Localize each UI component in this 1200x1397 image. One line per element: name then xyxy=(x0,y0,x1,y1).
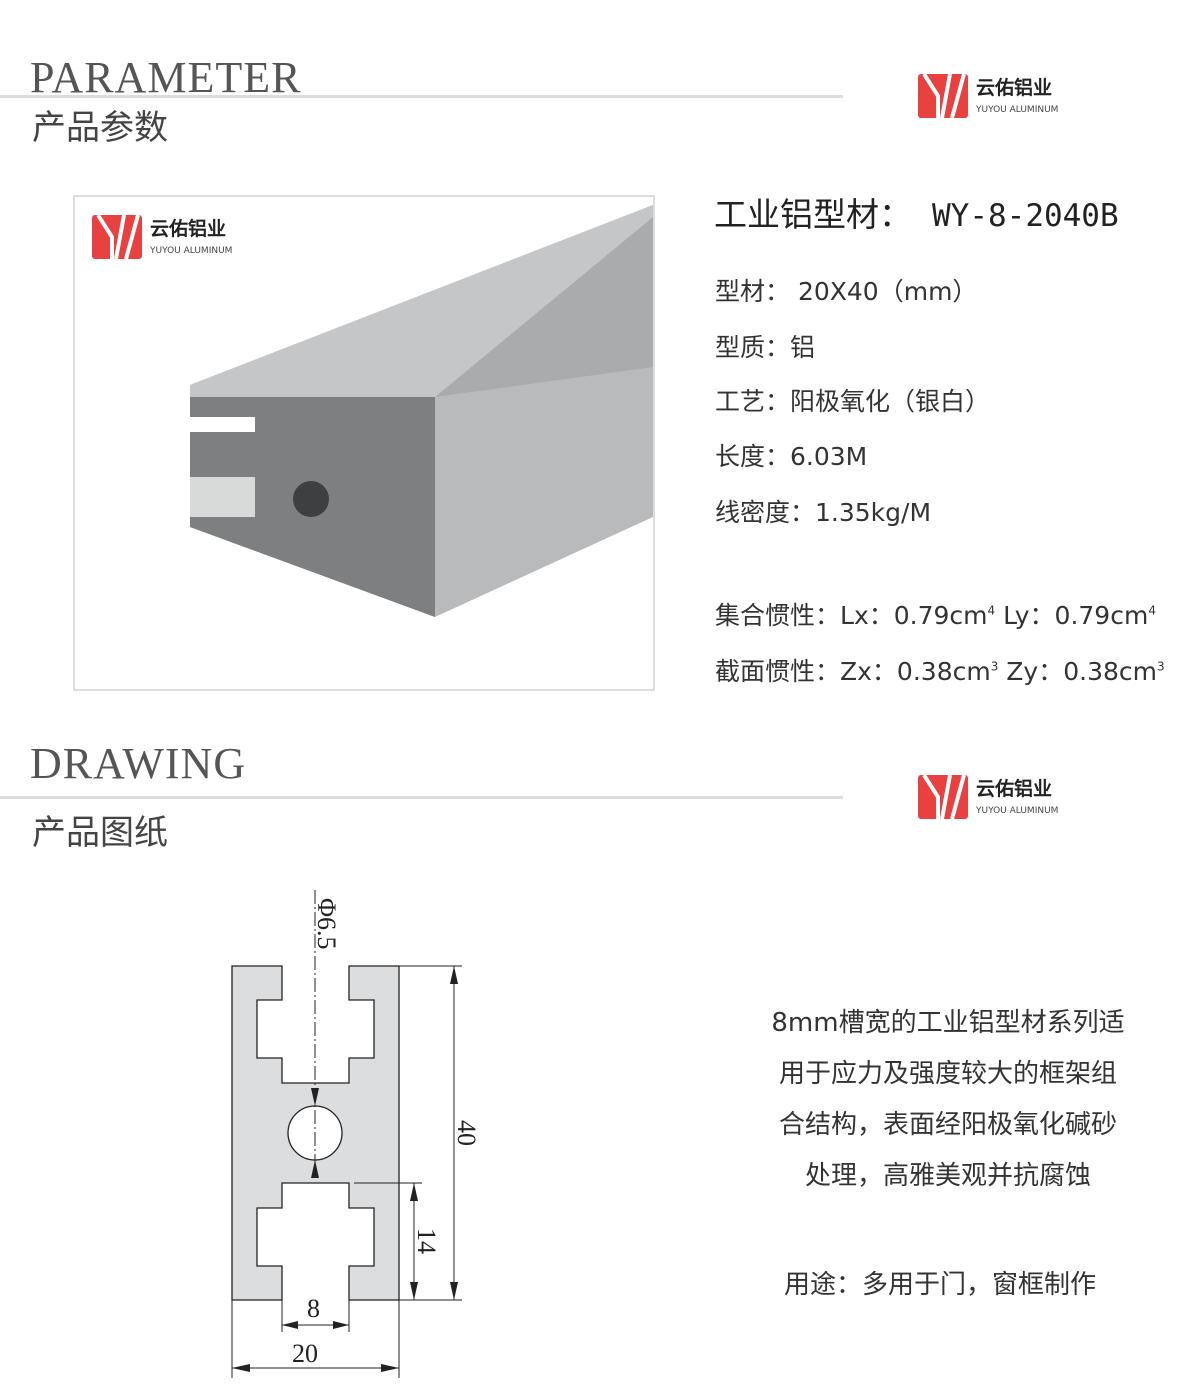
spec-value: 阳极氧化（银白） xyxy=(790,387,991,416)
dim-slot-width: 8 xyxy=(307,1294,320,1323)
product-image: 云佑铝业 YUYOU ALUMINUM xyxy=(73,195,655,691)
description-line: 8mm槽宽的工业铝型材系列适 xyxy=(771,1008,1125,1038)
exponent: 3 xyxy=(990,659,999,674)
divider xyxy=(0,95,843,98)
logo-name: 云佑铝业 xyxy=(976,778,1053,800)
logo-name: 云佑铝业 xyxy=(150,218,227,240)
brand-logo: 云佑铝业 YUYOU ALUMINUM xyxy=(918,74,1058,118)
spec-label: 线密度： xyxy=(715,498,816,527)
spec-density: 线密度：1.35kg/M xyxy=(715,493,931,529)
dim-hole-diameter: Φ6.5 xyxy=(312,898,341,950)
product-model: WY-8-2040B xyxy=(932,198,1119,234)
parameter-heading-en: PARAMETER xyxy=(30,53,302,102)
image-logo: 云佑铝业 YUYOU ALUMINUM xyxy=(92,215,232,259)
spec-label: 长度： xyxy=(715,442,791,471)
product-description: 8mm槽宽的工业铝型材系列适 用于应力及强度较大的框架组 合结构，表面经阳极氧化… xyxy=(728,998,1168,1202)
brand-logo: 云佑铝业 YUYOU ALUMINUM xyxy=(918,775,1058,819)
aluminum-profile-photo xyxy=(190,205,653,617)
logo-mark-icon xyxy=(918,775,968,819)
spec-label: 截面惯性： xyxy=(715,657,841,686)
dim-width: 20 xyxy=(292,1339,318,1368)
spec-label: 工艺： xyxy=(715,387,791,416)
logo-mark-icon xyxy=(918,74,968,118)
spec-label: 型质： xyxy=(715,333,791,362)
spec-label: 集合惯性： xyxy=(715,601,841,630)
spec-section: 截面惯性：Zx：0.38cm3 Zy：0.38cm3 xyxy=(715,652,1165,688)
description-line: 用于应力及强度较大的框架组 xyxy=(778,1059,1117,1089)
logo-sub: YUYOU ALUMINUM xyxy=(150,246,233,256)
exponent: 4 xyxy=(987,603,996,618)
spec-value: 1.35kg/M xyxy=(815,498,932,527)
zy-value: Zy：0.38cm xyxy=(1006,657,1157,686)
logo-name: 云佑铝业 xyxy=(976,77,1053,99)
spec-label: 型材： xyxy=(715,277,791,306)
divider xyxy=(0,796,843,799)
spec-inertia: 集合惯性：Lx：0.79cm4 Ly：0.79cm4 xyxy=(715,596,1156,632)
spec-length: 长度：6.03M xyxy=(715,437,867,473)
logo-sub: YUYOU ALUMINUM xyxy=(976,105,1059,115)
product-label: 工业铝型材： xyxy=(714,195,912,234)
spec-value: 铝 xyxy=(790,333,816,362)
exponent: 3 xyxy=(1156,659,1165,674)
spec-process: 工艺：阳极氧化（银白） xyxy=(715,382,990,418)
spec-value: 6.03M xyxy=(790,442,868,471)
description-line: 处理，高雅美观并抗腐蚀 xyxy=(804,1161,1091,1191)
spec-value: 20X40（mm） xyxy=(790,277,978,306)
logo-sub: YUYOU ALUMINUM xyxy=(976,806,1059,816)
dim-height: 40 xyxy=(452,1120,481,1146)
drawing-heading-en: DRAWING xyxy=(30,739,247,788)
spec-profile: 型材： 20X40（mm） xyxy=(715,272,977,308)
profile-drawing: Φ6.5 40 14 8 20 xyxy=(231,890,481,1378)
spec-material: 型质：铝 xyxy=(715,328,815,364)
product-usage: 用途：多用于门，窗框制作 xyxy=(783,1270,1096,1300)
parameter-heading-cn: 产品参数 xyxy=(32,108,168,148)
description-line: 合结构，表面经阳极氧化碱砂 xyxy=(778,1110,1117,1140)
lx-value: Lx：0.79cm xyxy=(840,601,988,630)
logo-mark-icon xyxy=(92,215,142,259)
exponent: 4 xyxy=(1148,603,1156,618)
dim-slot-depth: 14 xyxy=(412,1228,441,1254)
product-title: 工业铝型材： WY-8-2040B xyxy=(714,188,1119,236)
zx-value: Zx：0.38cm xyxy=(840,657,991,686)
drawing-heading-cn: 产品图纸 xyxy=(32,813,168,853)
ly-value: Ly：0.79cm xyxy=(1003,601,1149,630)
